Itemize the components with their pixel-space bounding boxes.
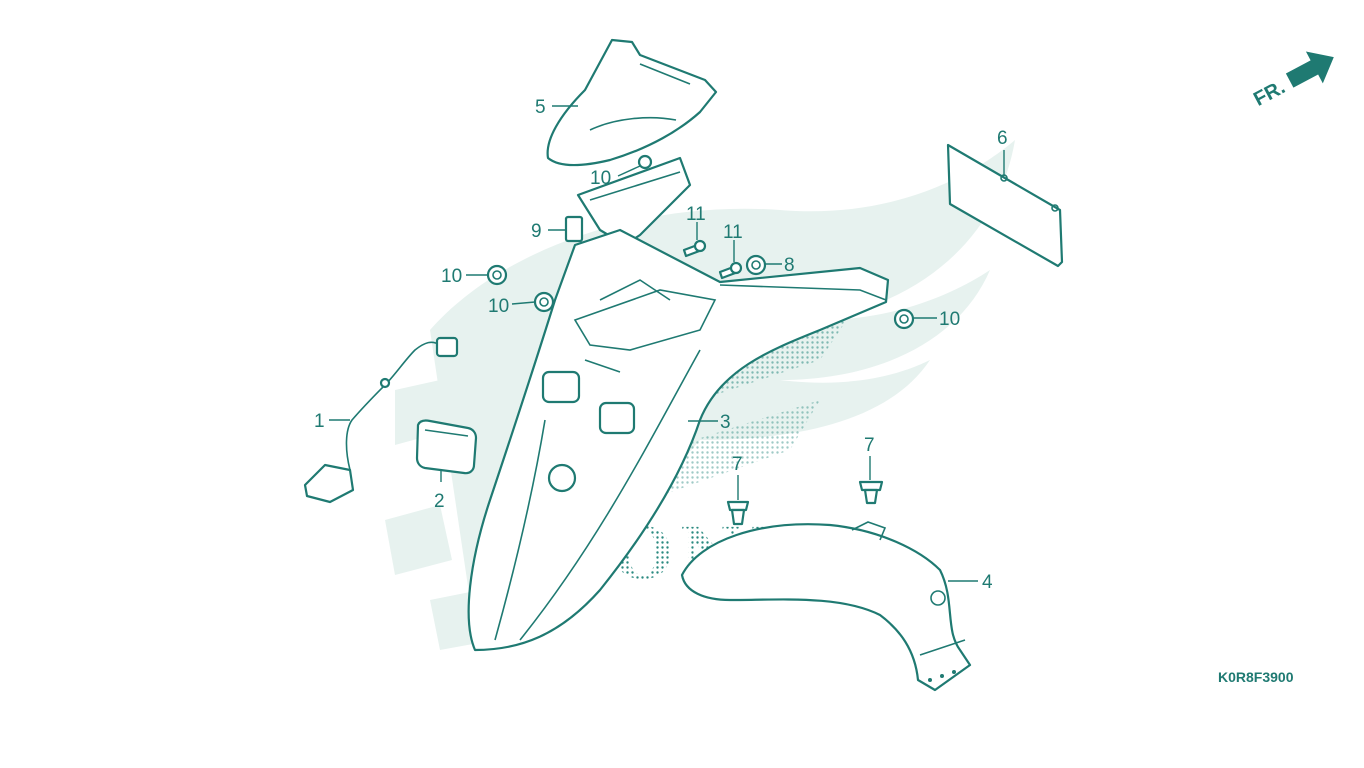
callout-10c: 10	[488, 296, 509, 317]
callout-7a: 7	[732, 454, 743, 475]
part-1-wire-harness	[303, 336, 459, 504]
leader-lines	[329, 105, 1005, 582]
callout-8: 8	[784, 255, 795, 276]
part-5-upper-cowl	[546, 38, 718, 167]
callouts: 1 2 3 4 5 6 7 7 8 9 10 10 10 10 11 11	[314, 97, 1008, 593]
drawing-code: K0R8F3900	[1218, 669, 1294, 685]
callout-10d: 10	[939, 309, 960, 330]
callout-5: 5	[535, 97, 546, 118]
part-3-rear-fender	[467, 228, 890, 652]
front-direction-arrow: FR.	[1250, 51, 1334, 111]
front-direction-label: FR.	[1250, 76, 1289, 111]
callout-3: 3	[720, 412, 731, 433]
callout-11a: 11	[686, 204, 706, 225]
part-6-plate	[946, 143, 1064, 268]
callout-4: 4	[982, 572, 993, 593]
hardware	[486, 154, 915, 526]
part-2-reflector	[415, 419, 478, 475]
callout-10b: 10	[441, 266, 462, 287]
part-4-inner-fender	[680, 521, 972, 692]
callout-1: 1	[314, 411, 325, 432]
callout-7b: 7	[864, 435, 875, 456]
callout-2: 2	[434, 491, 445, 512]
callout-6: 6	[997, 128, 1008, 149]
callout-9: 9	[531, 221, 542, 242]
callout-11b: 11	[723, 222, 743, 243]
part-upper-bracket	[576, 156, 692, 247]
callout-10a: 10	[590, 168, 611, 189]
